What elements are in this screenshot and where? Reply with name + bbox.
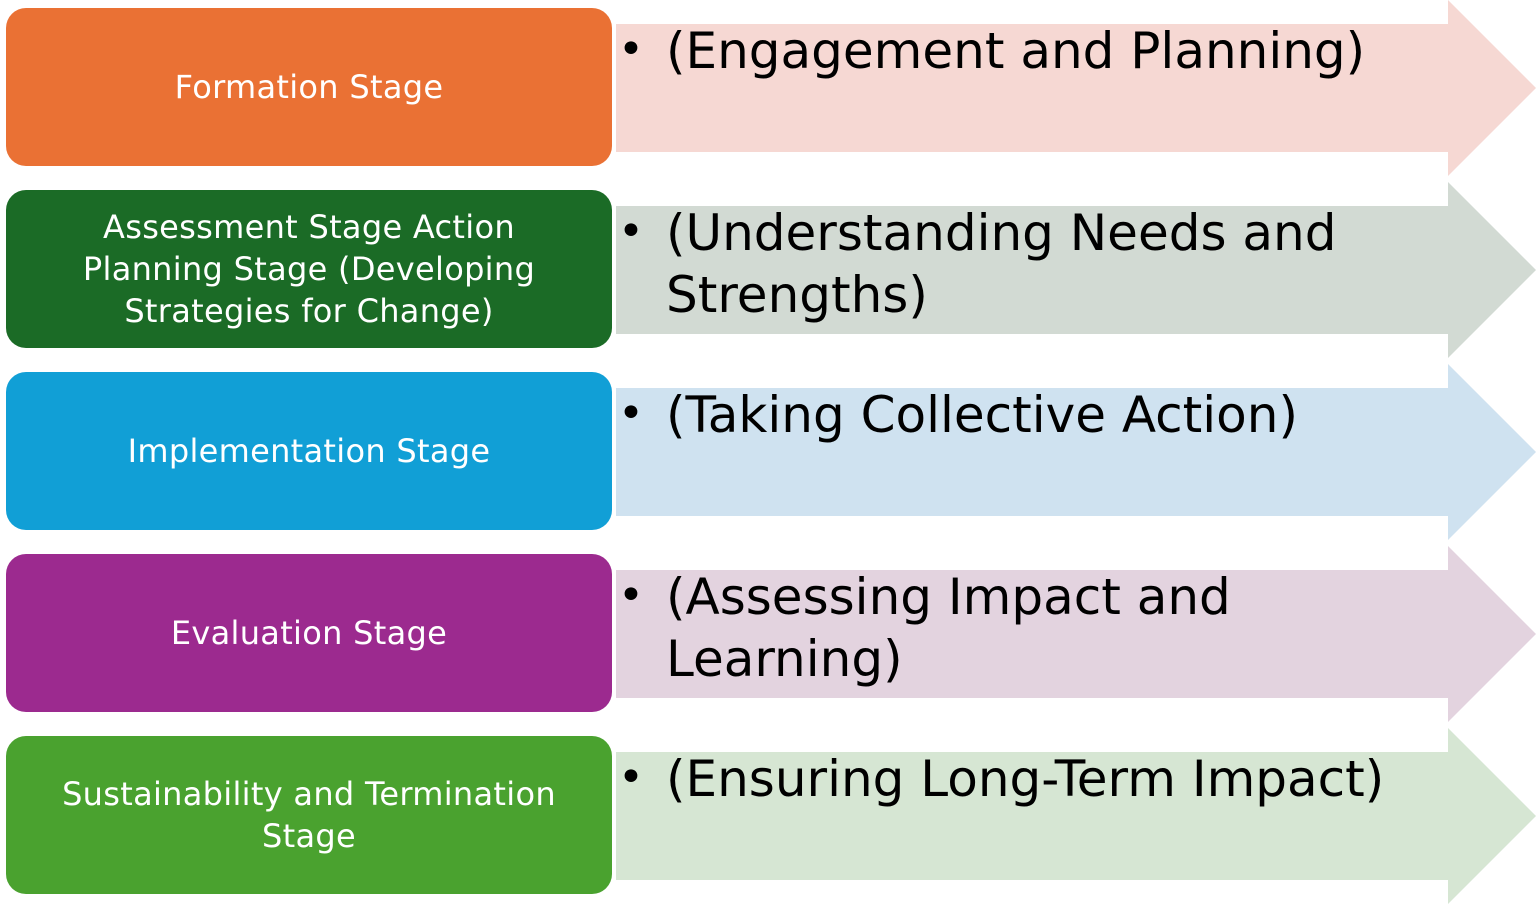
- arrow-text: • (Assessing Impact and Learning): [616, 566, 1456, 690]
- arrow-text: • (Engagement and Planning): [616, 20, 1456, 82]
- arrow-shape: [616, 546, 1536, 722]
- stage-arrow: • (Engagement and Planning): [616, 0, 1536, 176]
- stage-label: Evaluation Stage: [170, 614, 448, 652]
- stage-description: (Understanding Needs and Strengths): [666, 204, 1337, 324]
- bullet-icon: •: [618, 752, 644, 803]
- stage-row-formation: Formation Stage • (Engagement and Planni…: [0, 0, 1536, 182]
- stage-arrow: • (Assessing Impact and Learning): [616, 546, 1536, 722]
- arrow-polygon: [616, 546, 1536, 722]
- stage-label: Implementation Stage: [127, 432, 491, 470]
- arrow-polygon: [616, 364, 1536, 540]
- stage-box: Implementation Stage: [6, 372, 612, 530]
- stage-arrow: • (Ensuring Long-Term Impact): [616, 728, 1536, 904]
- stage-arrow: • (Understanding Needs and Strengths): [616, 182, 1536, 358]
- stage-box: Assessment Stage Action Planning Stage (…: [6, 190, 612, 348]
- stage-description: (Taking Collective Action): [666, 386, 1298, 444]
- stage-arrow: • (Taking Collective Action): [616, 364, 1536, 540]
- arrow-polygon: [616, 728, 1536, 904]
- stage-label: Sustainability and Termination Stage: [62, 775, 556, 855]
- stage-box: Sustainability and Termination Stage: [6, 736, 612, 894]
- stage-description: (Engagement and Planning): [666, 22, 1366, 80]
- bullet-icon: •: [618, 570, 644, 621]
- arrow-shape: [616, 0, 1536, 176]
- arrow-text: • (Understanding Needs and Strengths): [616, 202, 1456, 326]
- bullet-icon: •: [618, 24, 644, 75]
- stage-description: (Ensuring Long-Term Impact): [666, 750, 1385, 808]
- arrow-polygon: [616, 0, 1536, 176]
- stage-row-implementation: Implementation Stage • (Taking Collectiv…: [0, 364, 1536, 546]
- arrow-shape: [616, 364, 1536, 540]
- arrow-polygon: [616, 182, 1536, 358]
- arrow-shape: [616, 182, 1536, 358]
- stage-description: (Assessing Impact and Learning): [666, 568, 1231, 688]
- stage-label: Assessment Stage Action Planning Stage (…: [82, 208, 536, 330]
- bullet-icon: •: [618, 206, 644, 257]
- stage-box: Evaluation Stage: [6, 554, 612, 712]
- stage-row-evaluation: Evaluation Stage • (Assessing Impact and…: [0, 546, 1536, 728]
- arrow-shape: [616, 728, 1536, 904]
- stage-row-sustainability: Sustainability and Termination Stage • (…: [0, 728, 1536, 910]
- stage-label: Formation Stage: [174, 68, 444, 106]
- stage-box: Formation Stage: [6, 8, 612, 166]
- arrow-text: • (Taking Collective Action): [616, 384, 1456, 446]
- bullet-icon: •: [618, 388, 644, 439]
- arrow-text: • (Ensuring Long-Term Impact): [616, 748, 1456, 810]
- stage-row-assessment: Assessment Stage Action Planning Stage (…: [0, 182, 1536, 364]
